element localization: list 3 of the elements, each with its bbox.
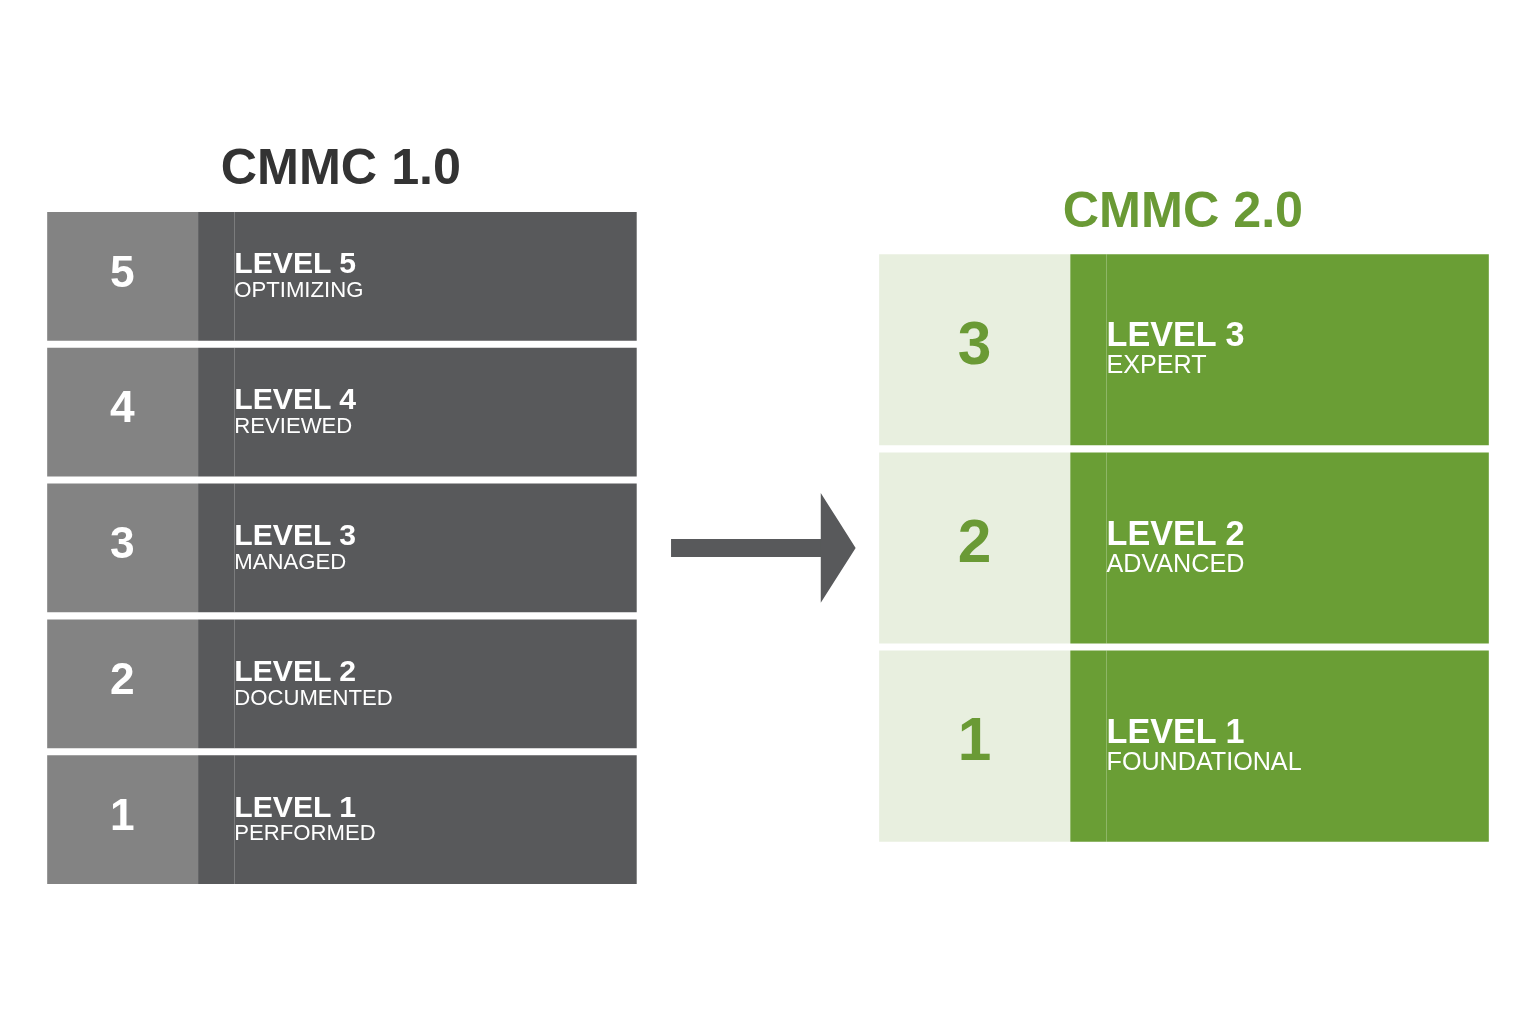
label: CMMC 1.0	[220, 137, 462, 195]
label: CMMC 2.0	[1062, 180, 1304, 238]
arrow	[671, 492, 856, 603]
